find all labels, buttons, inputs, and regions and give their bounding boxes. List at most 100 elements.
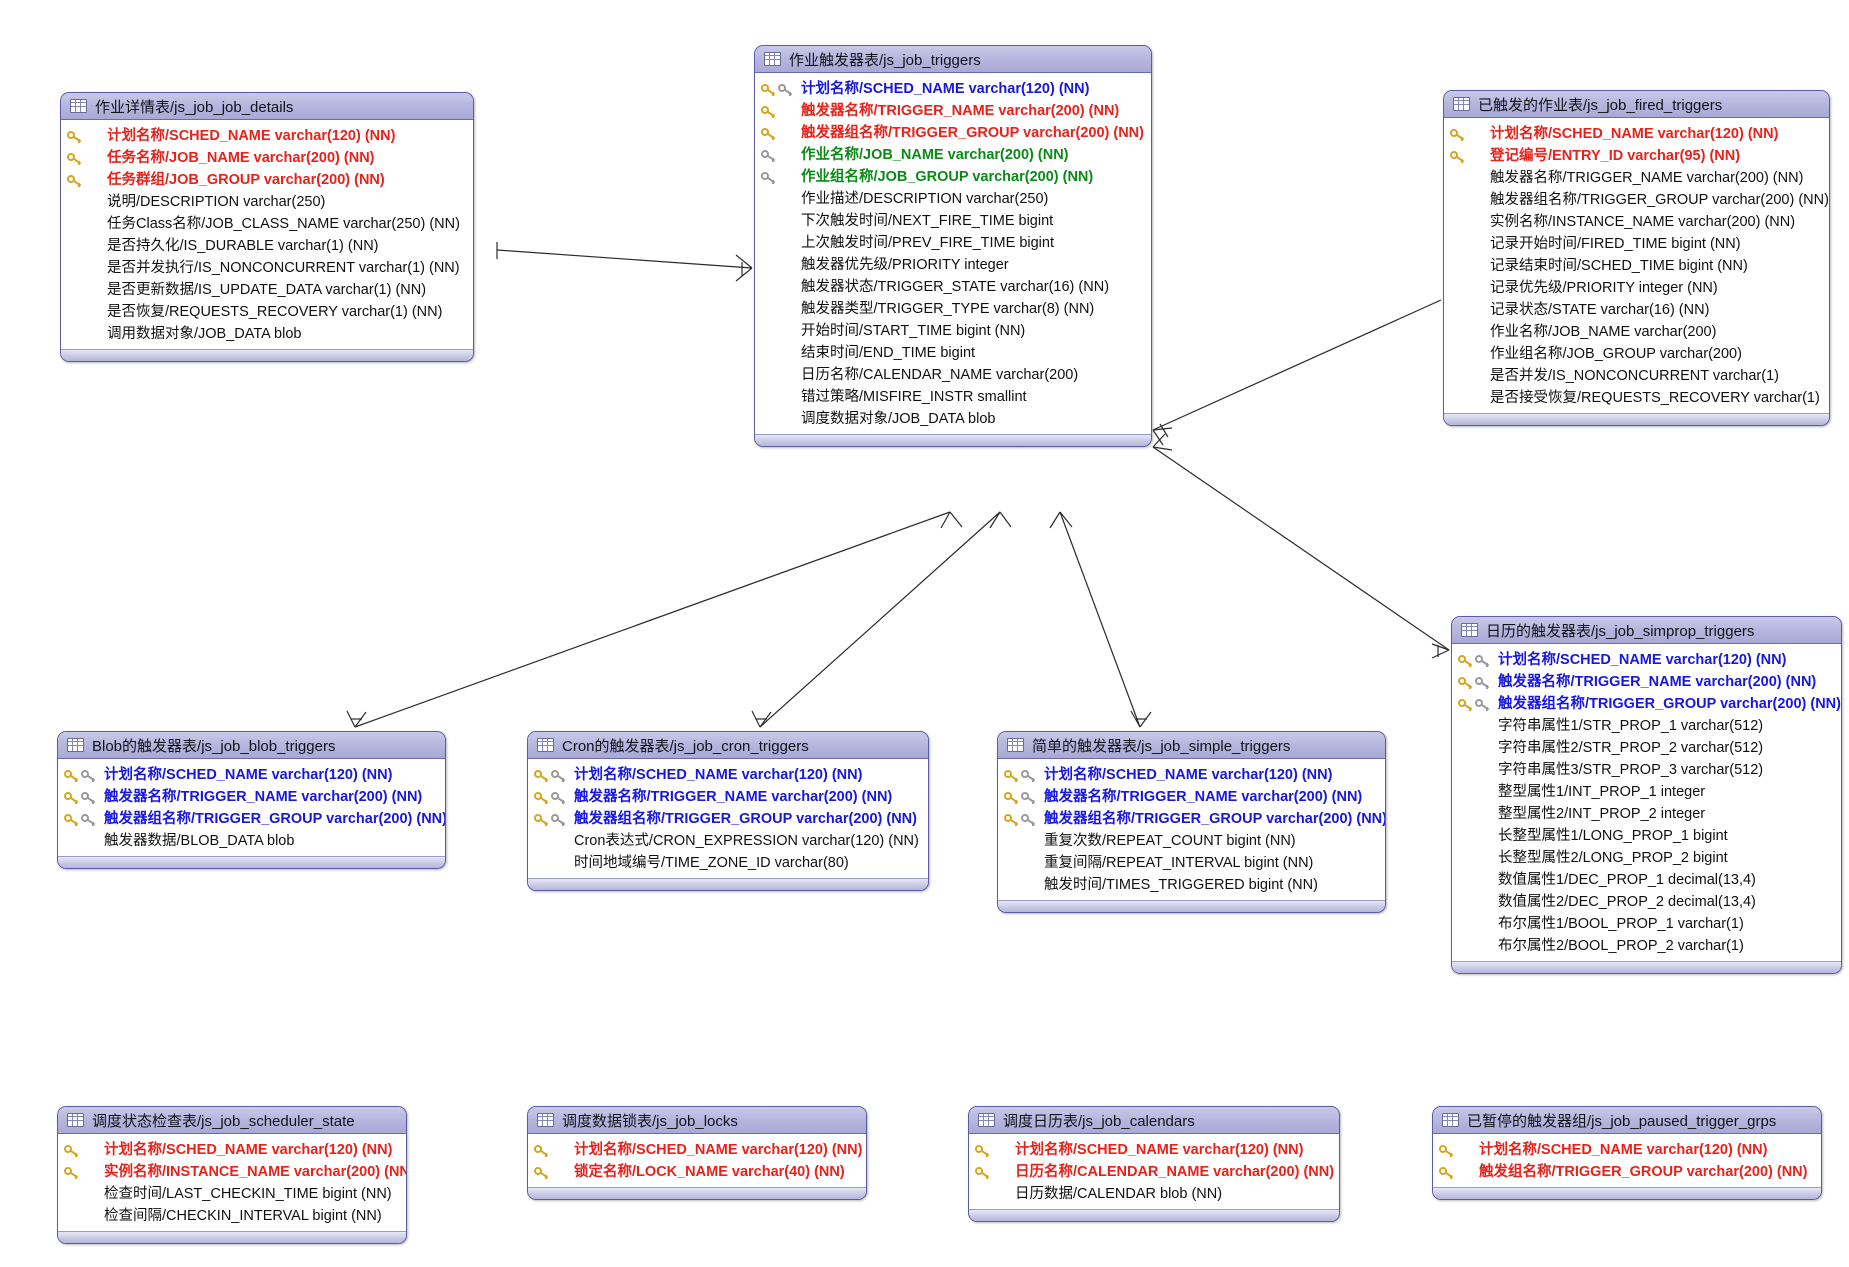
column-row[interactable]: 数值属性2/DEC_PROP_2 decimal(13,4)	[1452, 891, 1841, 913]
entity-header[interactable]: 调度状态检查表/js_job_scheduler_state	[58, 1107, 406, 1134]
column-row[interactable]: 触发器组名称/TRIGGER_GROUP varchar(200) (NN)	[528, 808, 928, 830]
column-row[interactable]: 触发器组名称/TRIGGER_GROUP varchar(200) (NN)	[1444, 189, 1829, 211]
entity-job_job_details[interactable]: 作业详情表/js_job_job_details 计划名称/SCHED_NAME …	[60, 92, 474, 362]
entity-header[interactable]: 日历的触发器表/js_job_simprop_triggers	[1452, 617, 1841, 644]
column-row[interactable]: 重复次数/REPEAT_COUNT bigint (NN)	[998, 830, 1385, 852]
column-row[interactable]: 字符串属性1/STR_PROP_1 varchar(512)	[1452, 715, 1841, 737]
column-row[interactable]: 作业描述/DESCRIPTION varchar(250)	[755, 188, 1151, 210]
entity-header[interactable]: 调度日历表/js_job_calendars	[969, 1107, 1339, 1134]
column-row[interactable]: 计划名称/SCHED_NAME varchar(120) (NN)	[58, 764, 445, 786]
column-row[interactable]: 数值属性1/DEC_PROP_1 decimal(13,4)	[1452, 869, 1841, 891]
entity-header[interactable]: 已触发的作业表/js_job_fired_triggers	[1444, 91, 1829, 118]
column-row[interactable]: 任务名称/JOB_NAME varchar(200) (NN)	[61, 147, 473, 169]
entity-job_locks[interactable]: 调度数据锁表/js_job_locks 计划名称/SCHED_NAME varch…	[527, 1106, 867, 1200]
column-row[interactable]: 作业组名称/JOB_GROUP varchar(200) (NN)	[755, 166, 1151, 188]
column-row[interactable]: 触发器数据/BLOB_DATA blob	[58, 830, 445, 852]
column-row[interactable]: 记录结束时间/SCHED_TIME bigint (NN)	[1444, 255, 1829, 277]
column-row[interactable]: 是否并发/IS_NONCONCURRENT varchar(1)	[1444, 365, 1829, 387]
column-row[interactable]: 触发器组名称/TRIGGER_GROUP varchar(200) (NN)	[755, 122, 1151, 144]
column-row[interactable]: 长整型属性1/LONG_PROP_1 bigint	[1452, 825, 1841, 847]
column-row[interactable]: 计划名称/SCHED_NAME varchar(120) (NN)	[969, 1139, 1339, 1161]
column-row[interactable]: 检查时间/LAST_CHECKIN_TIME bigint (NN)	[58, 1183, 406, 1205]
column-row[interactable]: 触发时间/TIMES_TRIGGERED bigint (NN)	[998, 874, 1385, 896]
column-row[interactable]: 是否并发执行/IS_NONCONCURRENT varchar(1) (NN)	[61, 257, 473, 279]
column-row[interactable]: 记录状态/STATE varchar(16) (NN)	[1444, 299, 1829, 321]
column-row[interactable]: 布尔属性1/BOOL_PROP_1 varchar(1)	[1452, 913, 1841, 935]
column-row[interactable]: 实例名称/INSTANCE_NAME varchar(200) (NN)	[58, 1161, 406, 1183]
entity-job_cron_triggers[interactable]: Cron的触发器表/js_job_cron_triggers 计划名称/SCHED…	[527, 731, 929, 891]
column-row[interactable]: 是否持久化/IS_DURABLE varchar(1) (NN)	[61, 235, 473, 257]
column-row[interactable]: 记录开始时间/FIRED_TIME bigint (NN)	[1444, 233, 1829, 255]
column-row[interactable]: 布尔属性2/BOOL_PROP_2 varchar(1)	[1452, 935, 1841, 957]
column-row[interactable]: 调用数据对象/JOB_DATA blob	[61, 323, 473, 345]
entity-job_fired_triggers[interactable]: 已触发的作业表/js_job_fired_triggers 计划名称/SCHED_…	[1443, 90, 1830, 426]
column-row[interactable]: 计划名称/SCHED_NAME varchar(120) (NN)	[1452, 649, 1841, 671]
column-row[interactable]: 日历名称/CALENDAR_NAME varchar(200) (NN)	[969, 1161, 1339, 1183]
column-row[interactable]: 实例名称/INSTANCE_NAME varchar(200) (NN)	[1444, 211, 1829, 233]
column-row[interactable]: 是否恢复/REQUESTS_RECOVERY varchar(1) (NN)	[61, 301, 473, 323]
column-row[interactable]: 是否接受恢复/REQUESTS_RECOVERY varchar(1)	[1444, 387, 1829, 409]
column-row[interactable]: 触发器名称/TRIGGER_NAME varchar(200) (NN)	[998, 786, 1385, 808]
column-row[interactable]: 整型属性1/INT_PROP_1 integer	[1452, 781, 1841, 803]
column-row[interactable]: 整型属性2/INT_PROP_2 integer	[1452, 803, 1841, 825]
column-row[interactable]: 触发器组名称/TRIGGER_GROUP varchar(200) (NN)	[998, 808, 1385, 830]
column-row[interactable]: 下次触发时间/NEXT_FIRE_TIME bigint	[755, 210, 1151, 232]
entity-header[interactable]: 已暂停的触发器组/js_job_paused_trigger_grps	[1433, 1107, 1821, 1134]
column-row[interactable]: 重复间隔/REPEAT_INTERVAL bigint (NN)	[998, 852, 1385, 874]
column-row[interactable]: 日历名称/CALENDAR_NAME varchar(200)	[755, 364, 1151, 386]
column-row[interactable]: 锁定名称/LOCK_NAME varchar(40) (NN)	[528, 1161, 866, 1183]
column-row[interactable]: 计划名称/SCHED_NAME varchar(120) (NN)	[1433, 1139, 1821, 1161]
entity-header[interactable]: Blob的触发器表/js_job_blob_triggers	[58, 732, 445, 759]
column-row[interactable]: 计划名称/SCHED_NAME varchar(120) (NN)	[1444, 123, 1829, 145]
column-row[interactable]: 触发器组名称/TRIGGER_GROUP varchar(200) (NN)	[1452, 693, 1841, 715]
column-row[interactable]: 说明/DESCRIPTION varchar(250)	[61, 191, 473, 213]
entity-header[interactable]: 作业触发器表/js_job_triggers	[755, 46, 1151, 73]
entity-job_calendars[interactable]: 调度日历表/js_job_calendars 计划名称/SCHED_NAME va…	[968, 1106, 1340, 1222]
column-row[interactable]: 时间地域编号/TIME_ZONE_ID varchar(80)	[528, 852, 928, 874]
entity-header[interactable]: 简单的触发器表/js_job_simple_triggers	[998, 732, 1385, 759]
column-row[interactable]: 任务群组/JOB_GROUP varchar(200) (NN)	[61, 169, 473, 191]
column-row[interactable]: 结束时间/END_TIME bigint	[755, 342, 1151, 364]
column-row[interactable]: 作业组名称/JOB_GROUP varchar(200)	[1444, 343, 1829, 365]
entity-job_paused_trigger_grps[interactable]: 已暂停的触发器组/js_job_paused_trigger_grps 计划名称/…	[1432, 1106, 1822, 1200]
entity-job_simprop_triggers[interactable]: 日历的触发器表/js_job_simprop_triggers 计划名称/SCHE…	[1451, 616, 1842, 974]
entity-header[interactable]: Cron的触发器表/js_job_cron_triggers	[528, 732, 928, 759]
column-row[interactable]: 触发器名称/TRIGGER_NAME varchar(200) (NN)	[1444, 167, 1829, 189]
entity-job_blob_triggers[interactable]: Blob的触发器表/js_job_blob_triggers 计划名称/SCHED…	[57, 731, 446, 869]
entity-job_scheduler_state[interactable]: 调度状态检查表/js_job_scheduler_state 计划名称/SCHED…	[57, 1106, 407, 1244]
column-row[interactable]: 计划名称/SCHED_NAME varchar(120) (NN)	[58, 1139, 406, 1161]
column-row[interactable]: 触发器名称/TRIGGER_NAME varchar(200) (NN)	[528, 786, 928, 808]
column-row[interactable]: 触发器名称/TRIGGER_NAME varchar(200) (NN)	[58, 786, 445, 808]
column-row[interactable]: 记录优先级/PRIORITY integer (NN)	[1444, 277, 1829, 299]
column-row[interactable]: 开始时间/START_TIME bigint (NN)	[755, 320, 1151, 342]
entity-header[interactable]: 调度数据锁表/js_job_locks	[528, 1107, 866, 1134]
column-row[interactable]: 触发组名称/TRIGGER_GROUP varchar(200) (NN)	[1433, 1161, 1821, 1183]
column-row[interactable]: 计划名称/SCHED_NAME varchar(120) (NN)	[998, 764, 1385, 786]
entity-job_triggers[interactable]: 作业触发器表/js_job_triggers 计划名称/SCHED_NAME va…	[754, 45, 1152, 447]
column-row[interactable]: 调度数据对象/JOB_DATA blob	[755, 408, 1151, 430]
column-row[interactable]: 触发器状态/TRIGGER_STATE varchar(16) (NN)	[755, 276, 1151, 298]
column-row[interactable]: Cron表达式/CRON_EXPRESSION varchar(120) (NN…	[528, 830, 928, 852]
column-row[interactable]: 计划名称/SCHED_NAME varchar(120) (NN)	[755, 78, 1151, 100]
column-row[interactable]: 日历数据/CALENDAR blob (NN)	[969, 1183, 1339, 1205]
column-row[interactable]: 计划名称/SCHED_NAME varchar(120) (NN)	[528, 1139, 866, 1161]
column-row[interactable]: 错过策略/MISFIRE_INSTR smallint	[755, 386, 1151, 408]
entity-header[interactable]: 作业详情表/js_job_job_details	[61, 93, 473, 120]
column-row[interactable]: 字符串属性3/STR_PROP_3 varchar(512)	[1452, 759, 1841, 781]
column-row[interactable]: 触发器名称/TRIGGER_NAME varchar(200) (NN)	[1452, 671, 1841, 693]
column-row[interactable]: 检查间隔/CHECKIN_INTERVAL bigint (NN)	[58, 1205, 406, 1227]
column-row[interactable]: 触发器优先级/PRIORITY integer	[755, 254, 1151, 276]
column-row[interactable]: 上次触发时间/PREV_FIRE_TIME bigint	[755, 232, 1151, 254]
column-row[interactable]: 作业名称/JOB_NAME varchar(200) (NN)	[755, 144, 1151, 166]
column-row[interactable]: 登记编号/ENTRY_ID varchar(95) (NN)	[1444, 145, 1829, 167]
column-row[interactable]: 计划名称/SCHED_NAME varchar(120) (NN)	[528, 764, 928, 786]
column-row[interactable]: 字符串属性2/STR_PROP_2 varchar(512)	[1452, 737, 1841, 759]
column-row[interactable]: 计划名称/SCHED_NAME varchar(120) (NN)	[61, 125, 473, 147]
column-row[interactable]: 任务Class名称/JOB_CLASS_NAME varchar(250) (N…	[61, 213, 473, 235]
column-row[interactable]: 触发器类型/TRIGGER_TYPE varchar(8) (NN)	[755, 298, 1151, 320]
column-row[interactable]: 长整型属性2/LONG_PROP_2 bigint	[1452, 847, 1841, 869]
column-row[interactable]: 作业名称/JOB_NAME varchar(200)	[1444, 321, 1829, 343]
column-row[interactable]: 触发器名称/TRIGGER_NAME varchar(200) (NN)	[755, 100, 1151, 122]
entity-job_simple_triggers[interactable]: 简单的触发器表/js_job_simple_triggers 计划名称/SCHED…	[997, 731, 1386, 913]
column-row[interactable]: 触发器组名称/TRIGGER_GROUP varchar(200) (NN)	[58, 808, 445, 830]
